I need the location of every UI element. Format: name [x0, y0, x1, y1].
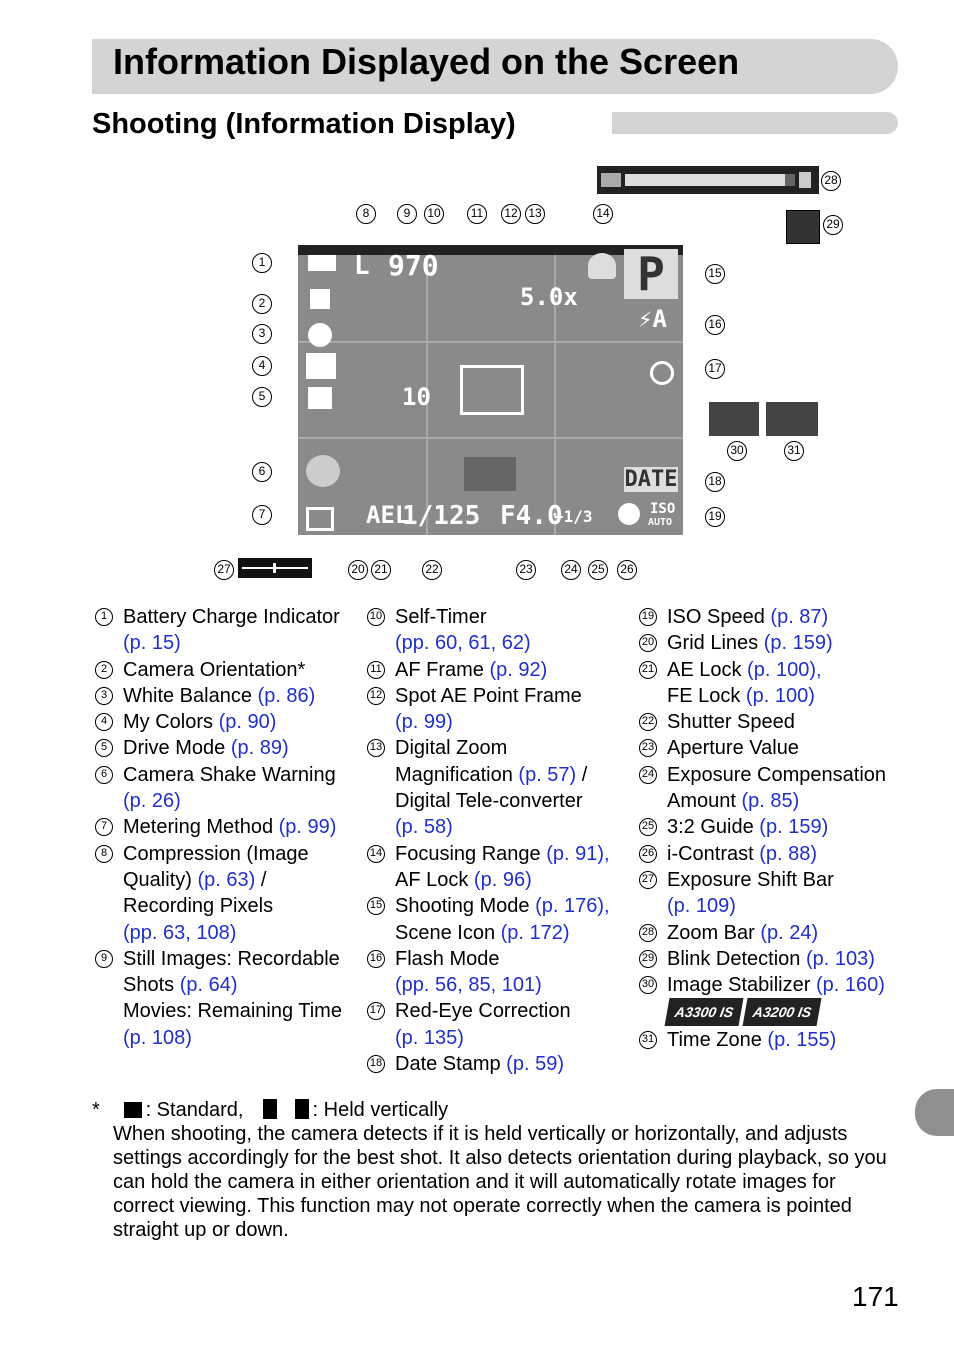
- red-eye-icon: [650, 361, 674, 385]
- camera-screen: L 970 5.0x P ⚡A 10 DATE ISO AUTO AEL 1/1…: [298, 245, 683, 535]
- callout-marker: 18: [705, 472, 725, 492]
- callout-marker: 10: [424, 204, 444, 224]
- page-title: Information Displayed on the Screen: [113, 41, 740, 82]
- callout-marker: 7: [252, 505, 272, 525]
- flash-mode: ⚡A: [638, 305, 667, 333]
- callout-marker: 6: [252, 462, 272, 482]
- iso-speed: ISO: [650, 501, 676, 517]
- compression-indicator: L: [354, 251, 370, 281]
- section-title: Shooting (Information Display): [92, 108, 516, 140]
- self-timer: 10: [402, 383, 431, 411]
- callout-marker: 1: [252, 253, 272, 273]
- camera-vertical-left-icon: [262, 1099, 277, 1119]
- callout-marker: 17: [705, 359, 725, 379]
- metering-icon: [306, 507, 334, 531]
- aperture-value: F4.0: [500, 501, 563, 531]
- shooting-mode: P: [624, 249, 678, 299]
- callout-marker: 28: [821, 171, 841, 191]
- af-frame: [460, 365, 524, 415]
- callout-marker: 3: [252, 324, 272, 344]
- battery-icon: [308, 255, 336, 271]
- model-badge: A3300 IS: [664, 998, 744, 1027]
- shake-warning-icon: [306, 455, 340, 487]
- footnote: * : Standard, : Held vertically When sho…: [92, 1099, 887, 1241]
- callout-marker: 9: [397, 204, 417, 224]
- callout-marker: 8: [356, 204, 376, 224]
- callout-marker: 11: [467, 204, 487, 224]
- spot-ae-frame: [464, 457, 516, 491]
- zoom-bar: [597, 166, 819, 194]
- callout-marker: 4: [252, 356, 272, 376]
- callout-marker: 13: [525, 204, 545, 224]
- page-number: 171: [852, 1281, 899, 1312]
- chapter-tab: [915, 1089, 954, 1136]
- callout-marker: 22: [422, 560, 442, 580]
- ae-lock: AEL: [366, 501, 410, 529]
- callout-marker: 27: [214, 560, 234, 580]
- drive-mode-icon: [308, 387, 332, 409]
- white-balance-icon: [308, 323, 332, 347]
- callout-marker: 14: [593, 204, 613, 224]
- camera-vertical-right-icon: [294, 1099, 309, 1119]
- callout-marker: 26: [617, 560, 637, 580]
- date-stamp: DATE: [624, 467, 678, 492]
- callout-marker: 16: [705, 315, 725, 335]
- contrast-icon: [618, 503, 640, 525]
- exposure-comp: +1/3: [554, 507, 593, 526]
- callout-marker: 2: [252, 294, 272, 314]
- callout-marker: 12: [501, 204, 521, 224]
- callout-marker: 5: [252, 387, 272, 407]
- callout-marker: 15: [705, 264, 725, 284]
- time-zone-icon: [766, 402, 818, 436]
- title-bar: [92, 39, 898, 94]
- callout-marker: 21: [371, 560, 391, 580]
- callout-marker: 20: [348, 560, 368, 580]
- digital-zoom: 5.0x: [520, 283, 578, 311]
- orientation-icon: [310, 289, 330, 309]
- iso-auto: AUTO: [648, 517, 673, 528]
- focus-range-icon: [588, 253, 616, 279]
- callout-marker: 23: [516, 560, 536, 580]
- recordable-shots: 970: [388, 249, 439, 282]
- callout-marker: 19: [705, 507, 725, 527]
- exposure-shift-bar: [238, 558, 312, 578]
- callout-marker: 25: [588, 560, 608, 580]
- blink-detection-icon: [786, 210, 820, 244]
- shutter-speed: 1/125: [402, 501, 481, 531]
- callout-marker: 24: [561, 560, 581, 580]
- callout-marker: 30: [727, 441, 747, 461]
- callout-marker: 31: [784, 441, 804, 461]
- my-colors-icon: [306, 353, 336, 379]
- image-stabilizer-icon: [709, 402, 759, 436]
- model-badge: A3200 IS: [742, 998, 823, 1027]
- camera-standard-icon: [123, 1102, 142, 1118]
- callout-marker: 29: [823, 215, 843, 235]
- section-bar: [612, 112, 898, 134]
